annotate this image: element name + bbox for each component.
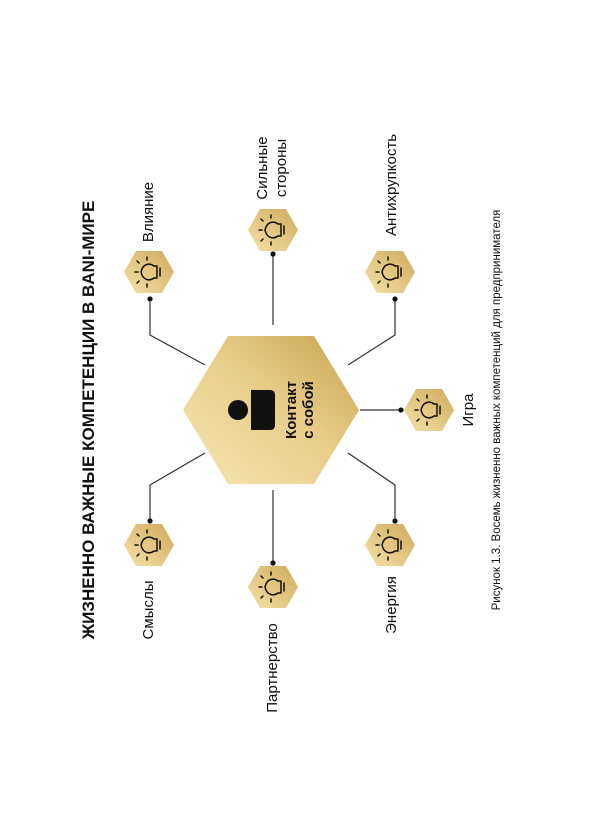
node-hexagon <box>365 524 415 566</box>
connector-vliyanie <box>149 302 206 366</box>
node-label-vliyanie: Влияние <box>140 182 157 242</box>
node-antikhrupkost: Антихрупкость <box>365 134 415 293</box>
node-smysly: Смыслы <box>124 524 174 639</box>
node-igra: Игра <box>404 389 477 431</box>
node-partnerstvo: Партнерство <box>248 566 298 713</box>
dot-vliyanie <box>147 296 153 302</box>
node-hexagon <box>124 251 174 293</box>
dot-energiya <box>392 518 398 524</box>
node-hexagon <box>124 524 174 566</box>
lightbulb-icon <box>258 214 285 246</box>
node-vliyanie: Влияние <box>124 182 174 293</box>
center-label-line1: Контакт <box>283 381 300 439</box>
dot-igra <box>398 407 404 413</box>
node-label-energiya: Энергия <box>383 576 400 634</box>
node-silnye-storony: Сильные стороны <box>248 136 298 251</box>
node-energiya: Энергия <box>365 524 415 634</box>
person-icon <box>228 390 275 430</box>
connector-energiya <box>347 452 396 520</box>
node-label-silnye-storony-line2: стороны <box>273 139 290 197</box>
lightbulb-icon <box>134 529 161 561</box>
node-label-igra: Игра <box>460 393 477 427</box>
center-label-line2: с собой <box>300 381 317 439</box>
node-label-antikhrupkost: Антихрупкость <box>383 134 400 236</box>
node-label-silnye-storony-line1: Сильные <box>254 136 271 199</box>
lightbulb-icon <box>258 571 285 603</box>
figure-caption: Рисунок 1.3. Восемь жизненно важных комп… <box>491 210 503 611</box>
connector-smysly <box>149 452 206 520</box>
lightbulb-icon <box>414 394 441 426</box>
lightbulb-icon <box>375 529 402 561</box>
lightbulb-icon <box>134 256 161 288</box>
node-hexagon <box>248 209 298 251</box>
node-label-smysly: Смыслы <box>140 581 157 640</box>
node-hexagon <box>404 389 454 431</box>
lightbulb-icon <box>375 256 402 288</box>
center-node: Контакт с собой <box>183 336 359 484</box>
node-hexagon <box>248 566 298 608</box>
connector-antikhrupkost <box>347 300 396 366</box>
connectors <box>149 254 400 562</box>
dot-smysly <box>147 518 153 524</box>
dot-partnerstvo <box>270 560 276 566</box>
dot-silnye-storony <box>270 251 276 257</box>
connector-dots <box>147 251 404 566</box>
node-label-partnerstvo: Партнерство <box>264 623 281 713</box>
page-title: ЖИЗНЕННО ВАЖНЫЕ КОМПЕТЕНЦИИ В BANI-МИРЕ <box>79 201 98 641</box>
dot-antikhrupkost <box>392 296 398 302</box>
node-hexagon <box>365 251 415 293</box>
